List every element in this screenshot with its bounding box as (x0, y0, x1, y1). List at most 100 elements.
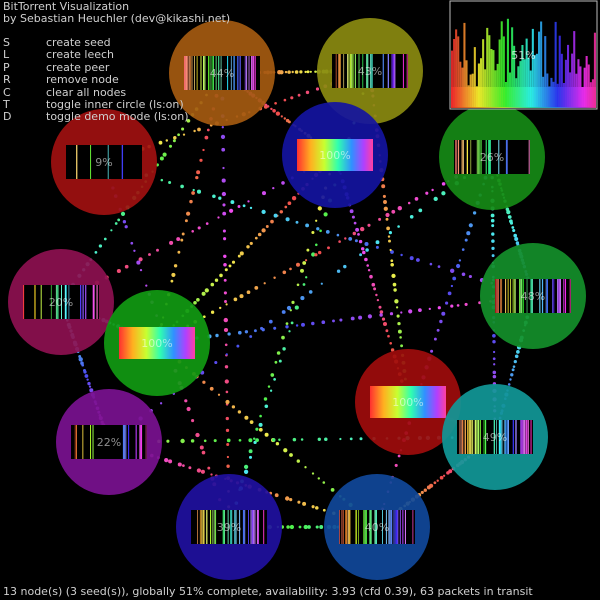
packet-dot (210, 310, 215, 314)
packet-dot (393, 288, 397, 292)
packet-dot (386, 226, 390, 231)
packet-dot (301, 322, 305, 327)
packet-dot (133, 249, 136, 252)
packet-dot (420, 490, 424, 494)
packet-dot (273, 213, 278, 218)
node-completion-label: 39% (217, 521, 241, 534)
packet-dot (188, 466, 192, 470)
packet-dot (409, 214, 414, 219)
packet-dot (400, 344, 404, 348)
packet-dot (291, 196, 297, 201)
packet-dot (225, 353, 228, 356)
packet-dot (165, 139, 169, 142)
packet-dot (221, 147, 226, 152)
packet-dot (284, 205, 288, 209)
packet-dot (309, 70, 312, 73)
packet-dot (274, 493, 279, 498)
shortcut-key: C (3, 85, 11, 99)
packet-dot (450, 284, 454, 288)
packet-dot (394, 299, 399, 304)
packet-dot (418, 208, 423, 213)
packet-dot (278, 438, 281, 442)
node-completion-label: 9% (95, 156, 112, 169)
peer-node[interactable]: 49% (442, 384, 548, 490)
packet-dot (168, 181, 172, 184)
packet-dot (319, 525, 324, 529)
packet-dot (388, 239, 391, 243)
peer-node[interactable]: 20% (8, 249, 114, 355)
packet-dot (275, 111, 281, 116)
packet-dot (350, 316, 355, 321)
packet-dot (447, 291, 452, 296)
packet-dot (296, 283, 300, 287)
peer-node[interactable]: 40% (324, 474, 430, 580)
packet-dot (388, 231, 392, 235)
packet-dot (304, 466, 307, 469)
packet-dot (367, 223, 371, 227)
node-completion-label: 44% (210, 67, 234, 80)
seed-node[interactable]: 100% (355, 349, 461, 455)
packet-dot (282, 347, 286, 351)
packet-dot (191, 419, 195, 423)
shortcut-key: L (3, 48, 10, 62)
peer-node[interactable]: 48% (480, 243, 586, 349)
packet-dot (289, 498, 293, 502)
packet-dot (318, 250, 322, 255)
packet-dot (428, 307, 431, 311)
packet-dot (206, 128, 210, 132)
packet-dot (184, 399, 188, 403)
peer-node[interactable]: 26% (439, 104, 545, 210)
packet-dot (327, 246, 330, 250)
packet-dot (279, 70, 284, 75)
packet-dot (281, 335, 285, 340)
peer-node[interactable]: 9% (51, 109, 157, 215)
app-title: BitTorrent Visualization (3, 0, 130, 13)
packet-dot (290, 321, 294, 325)
packet-dot (507, 215, 512, 219)
packet-dot (172, 139, 176, 143)
peer-node[interactable]: 22% (56, 389, 162, 495)
packet-dot (271, 438, 276, 442)
packet-dot (323, 212, 328, 217)
peer-node[interactable]: 39% (176, 474, 282, 580)
packet-dot (181, 232, 185, 236)
packet-dot (436, 328, 440, 332)
packet-dot (431, 188, 434, 192)
packet-dot (390, 259, 394, 263)
packet-dot (513, 233, 518, 238)
packet-dot (156, 248, 159, 252)
peer-node[interactable]: 43% (317, 18, 423, 124)
shortcut-key: P (3, 60, 10, 74)
piece-barcode (191, 510, 267, 544)
packet-dot (456, 304, 460, 307)
packet-dot (122, 220, 127, 224)
packet-dot (219, 273, 223, 278)
packet-dot (512, 365, 516, 368)
packet-dot (120, 211, 126, 216)
seed-node[interactable]: 100% (104, 290, 210, 396)
peer-node[interactable]: 44% (169, 20, 275, 126)
packet-dot (461, 272, 466, 277)
packet-dot (138, 257, 143, 262)
packet-dot (349, 209, 354, 214)
packet-dot (219, 306, 222, 310)
packet-dot (220, 134, 226, 140)
packet-dot (272, 109, 276, 113)
packet-dot (285, 496, 290, 501)
packet-dot (285, 217, 290, 222)
packet-dot (429, 262, 433, 266)
packet-dot (171, 272, 176, 277)
packet-dot (237, 205, 241, 208)
packet-dot (385, 217, 389, 221)
packet-dot (257, 232, 262, 237)
packet-dot (395, 306, 399, 309)
packet-dot (389, 341, 393, 345)
packet-dot (458, 259, 462, 262)
packet-dot (267, 385, 271, 388)
packet-dot (263, 282, 266, 285)
packet-dot (397, 225, 400, 228)
packet-dot (490, 218, 495, 223)
seed-node[interactable]: 100% (282, 102, 388, 208)
